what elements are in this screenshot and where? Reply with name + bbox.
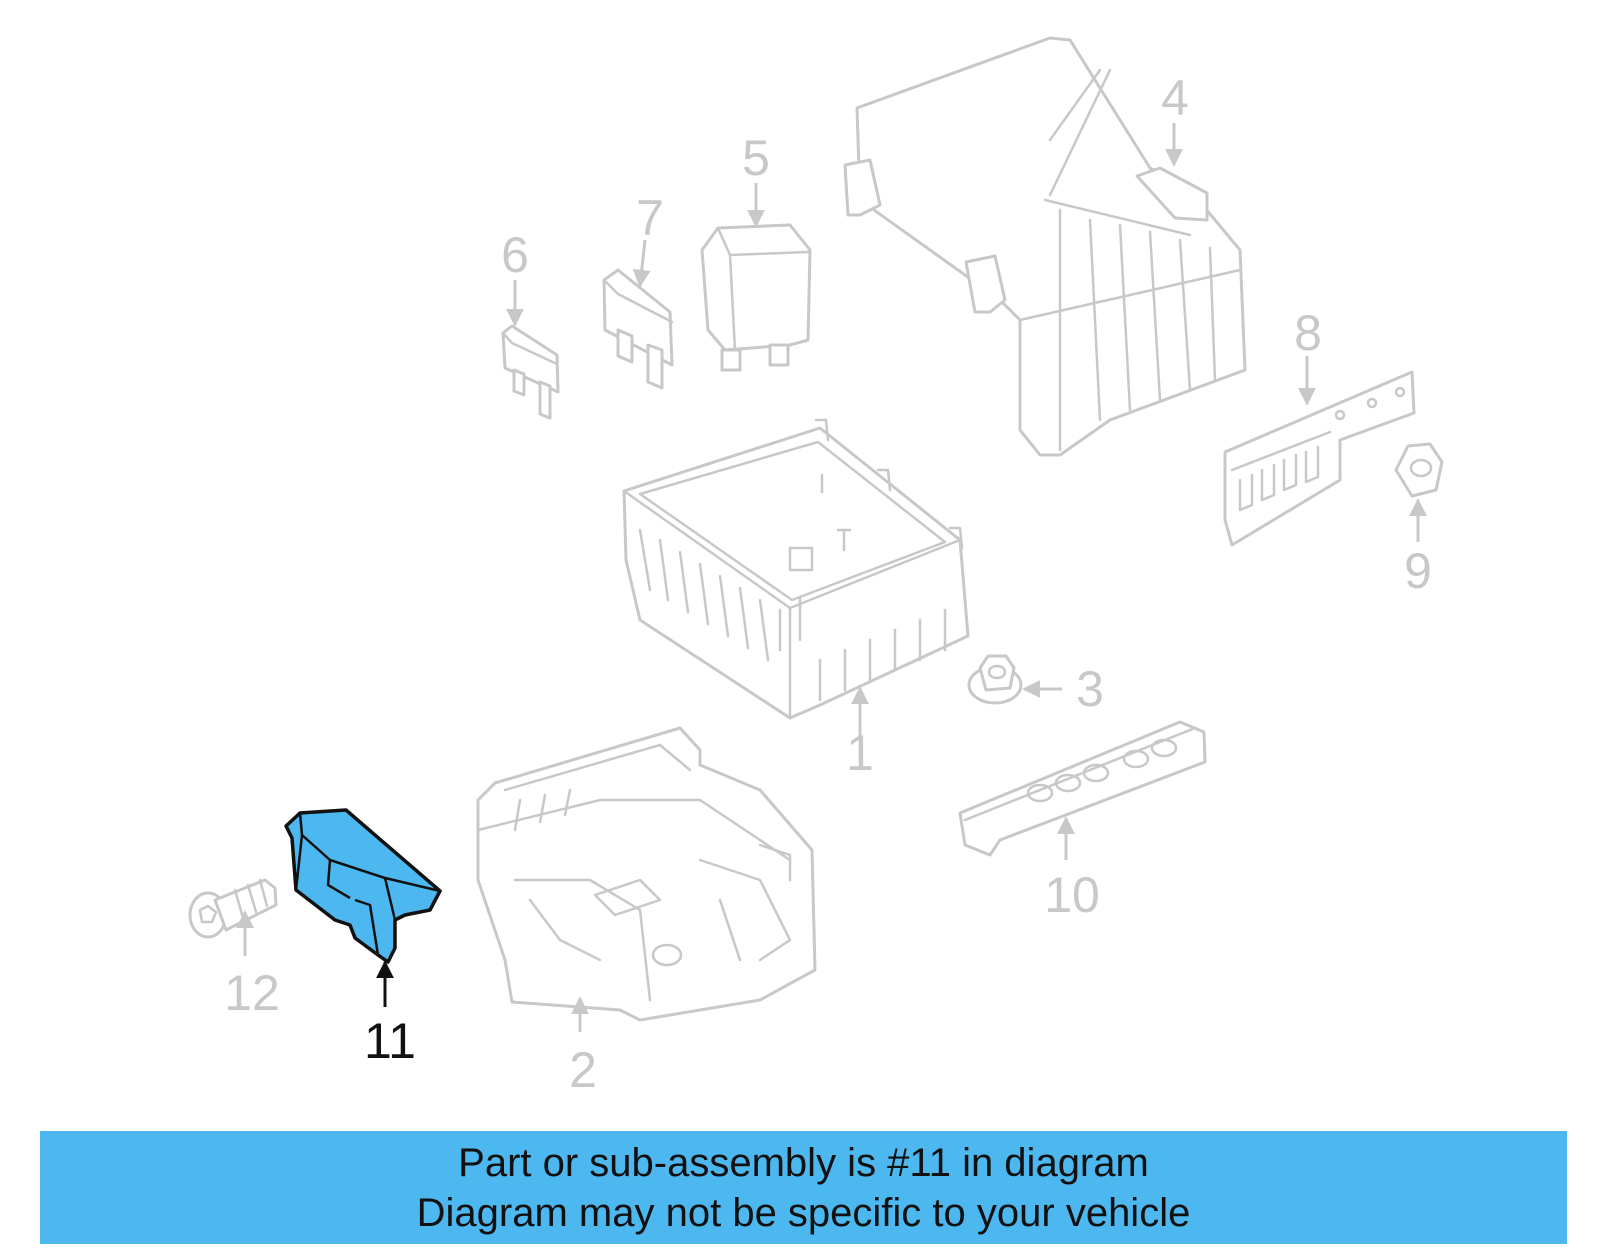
callout-6: 6: [501, 227, 529, 283]
banner-line-2: Diagram may not be specific to your vehi…: [416, 1190, 1191, 1235]
part-11-bracket: [284, 808, 442, 964]
callout-8: 8: [1294, 305, 1322, 361]
part-5-relay: [700, 223, 812, 372]
callout-5: 5: [742, 130, 770, 186]
callout-3: 3: [1076, 661, 1104, 717]
callout-10: 10: [1044, 867, 1100, 923]
callout-12: 12: [224, 965, 280, 1021]
banner-line-1: Part or sub-assembly is #11 in diagram: [458, 1140, 1149, 1185]
parts-diagram: 1 2 3 4 5 6 7 8 9 10 11 12: [188, 36, 1444, 1098]
callout-9: 9: [1404, 543, 1432, 599]
part-1-fuse-box: [622, 418, 970, 720]
part-2-housing: [476, 726, 817, 1022]
info-banner: Part or sub-assembly is #11 in diagram D…: [40, 1131, 1567, 1244]
part-7-fuse: [602, 268, 674, 390]
part-8-bus-bar: [1223, 370, 1416, 547]
leader-lines: [236, 123, 1427, 1032]
part-6-fuse: [501, 324, 560, 420]
part-12-bolt: [188, 878, 278, 939]
callout-7: 7: [636, 190, 664, 246]
callout-11: 11: [364, 1013, 416, 1069]
callout-2: 2: [569, 1042, 597, 1098]
part-4-cover: [843, 36, 1247, 457]
part-3-nut: [967, 654, 1023, 705]
callout-1: 1: [846, 725, 874, 781]
callout-4: 4: [1161, 70, 1189, 126]
part-10-connector: [958, 720, 1207, 857]
part-9-nut: [1394, 442, 1444, 498]
